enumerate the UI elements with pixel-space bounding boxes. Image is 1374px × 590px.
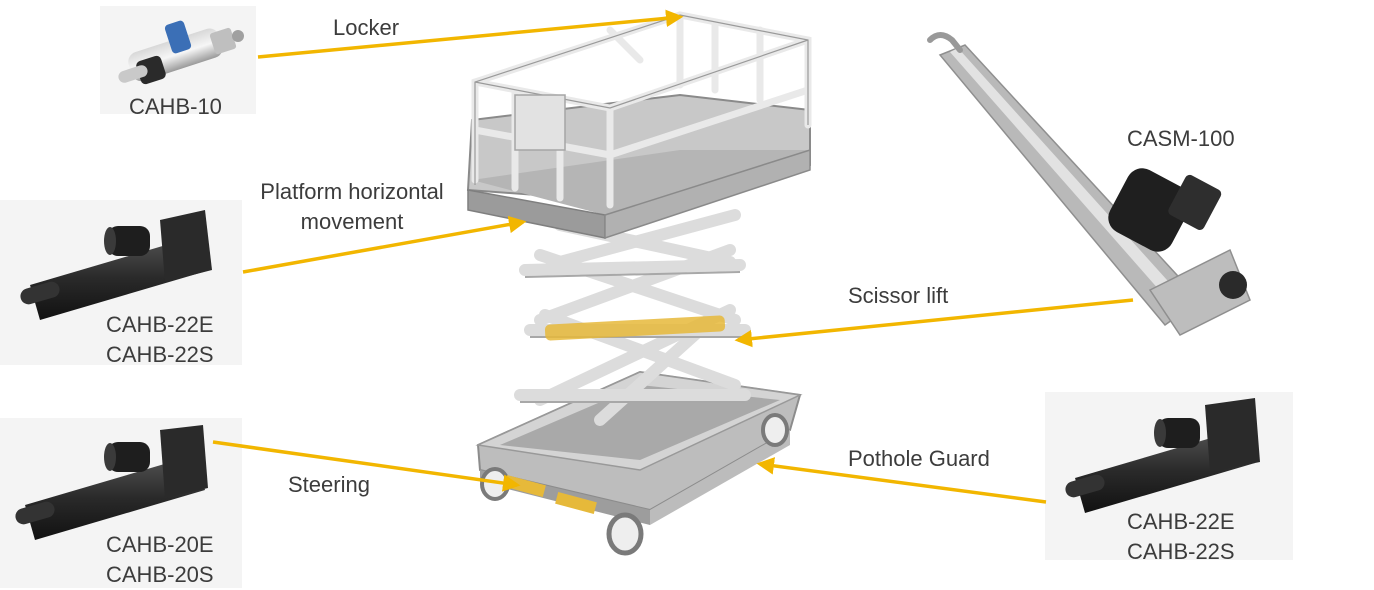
product-cahb10: CAHB-10 bbox=[129, 94, 222, 119]
cahb22-right-actuator-image bbox=[1065, 398, 1260, 513]
product-cahb22s-right: CAHB-22S bbox=[1127, 539, 1235, 564]
casm100-actuator-image bbox=[927, 32, 1251, 336]
label-pothole-guard: Pothole Guard bbox=[848, 446, 990, 471]
cahb20-actuator-image bbox=[15, 425, 208, 540]
product-casm100: CASM-100 bbox=[1127, 126, 1235, 151]
product-cahb22e-left: CAHB-22E bbox=[106, 312, 214, 337]
cahb22-left-actuator-image bbox=[20, 210, 212, 320]
label-platform-line1: Platform horizontal bbox=[260, 179, 444, 204]
product-cahb22e-right: CAHB-22E bbox=[1127, 509, 1235, 534]
product-cahb20e: CAHB-20E bbox=[106, 532, 214, 557]
pothole-arrow bbox=[756, 457, 1047, 504]
scissor-arrow bbox=[734, 298, 1134, 348]
product-cahb22s-left: CAHB-22S bbox=[106, 342, 214, 367]
scissor-lift-illustration bbox=[466, 11, 812, 556]
cahb10-actuator-image bbox=[118, 20, 244, 85]
product-cahb22-right: CAHB-22E CAHB-22S bbox=[1127, 507, 1235, 567]
label-locker: Locker bbox=[333, 15, 400, 40]
label-platform-line2: movement bbox=[300, 209, 404, 234]
product-cahb20: CAHB-20E CAHB-20S bbox=[106, 530, 214, 590]
label-scissor-lift: Scissor lift bbox=[848, 283, 949, 308]
locker-arrow bbox=[257, 9, 684, 59]
platform-arrow bbox=[242, 215, 527, 274]
steering-arrow bbox=[212, 440, 521, 492]
product-cahb22-left: CAHB-22E CAHB-22S bbox=[106, 310, 214, 370]
label-steering: Steering bbox=[288, 472, 370, 497]
product-cahb20s: CAHB-20S bbox=[106, 562, 214, 587]
label-platform-horizontal: Platform horizontal movement bbox=[244, 177, 460, 237]
